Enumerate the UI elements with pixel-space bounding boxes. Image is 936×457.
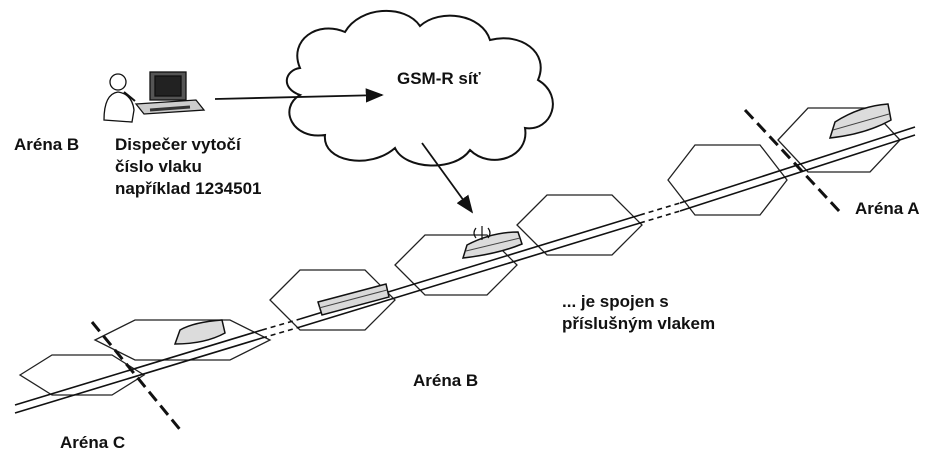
dispatcher-workstation-icon [103,71,206,123]
dispatcher-arena-label: Aréna B [14,135,80,154]
connection-text-line2: příslušným vlakem [562,314,716,333]
dispatcher-text-line1: Dispečer vytočí [115,135,241,154]
arena-c-label: Aréna C [60,433,126,452]
dispatcher-text-line2: číslo vlaku [115,157,202,176]
hex-cells [18,107,901,396]
hex-cell [269,269,396,331]
connection-text-line1: ... je spojen s [562,292,669,311]
hex-cell [667,144,788,216]
arena-boundary-c-b [90,321,184,433]
arena-boundary-b-a [743,108,842,214]
hex-cell [18,354,146,396]
hex-cell [516,194,643,256]
train-icon [461,231,523,259]
antenna-icon [473,226,491,240]
hex-cell [394,234,518,296]
dispatcher-to-network-arrow [214,88,384,103]
train-icon [828,103,892,139]
network-to-train-arrow [421,142,474,214]
arena-a-label: Aréna A [855,199,920,218]
cloud-icon [285,9,554,167]
train-icon [173,319,226,345]
arena-b-label: Aréna B [413,371,479,390]
network-label: GSM-R síť [397,69,481,88]
arena-boundaries [90,108,842,433]
train-icon [317,283,390,316]
hex-cell [93,319,272,361]
dispatcher-text-line3: například 1234501 [115,179,262,198]
